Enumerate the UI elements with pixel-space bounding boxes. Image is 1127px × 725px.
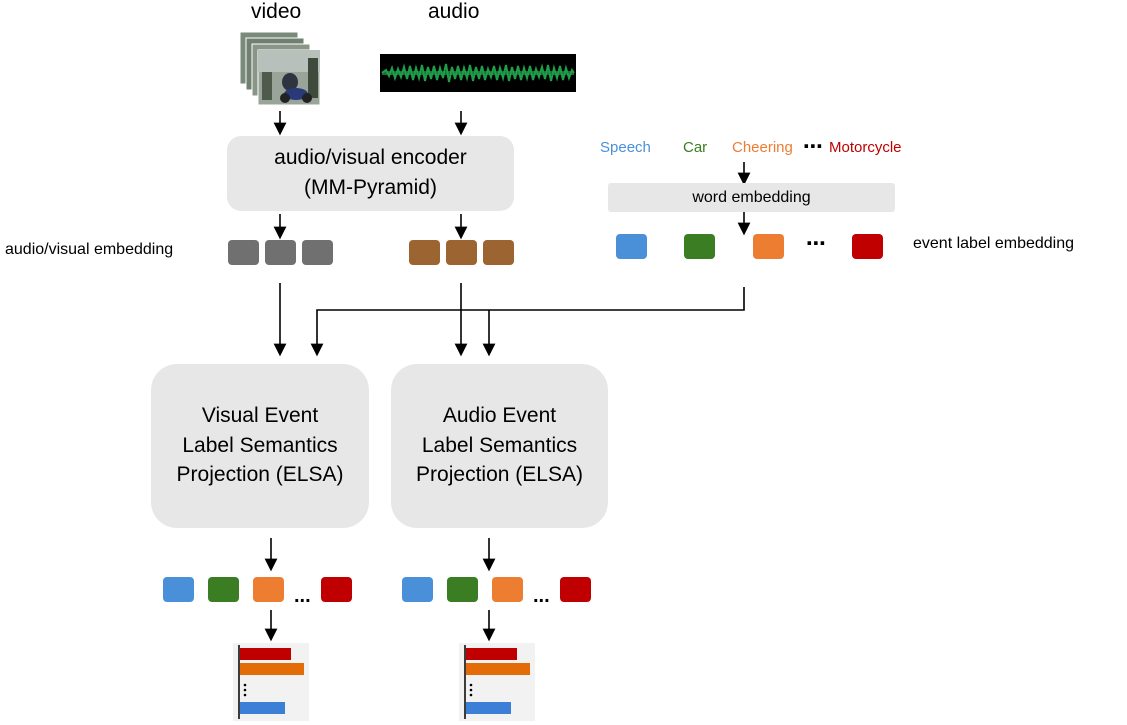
- encoder-title-line2: (MM-Pyramid): [304, 176, 437, 199]
- visual-output-speech: [163, 577, 194, 602]
- audio-output-speech: [402, 577, 433, 602]
- label-embedding-car: [684, 234, 715, 259]
- visual-output-ellipsis: ...: [294, 585, 311, 607]
- audio-output-car: [447, 577, 478, 602]
- word-embedding-label: word embedding: [692, 189, 811, 206]
- visual-embedding-token: [302, 240, 333, 265]
- audio-embedding-token: [409, 240, 440, 265]
- word-embedding-box: word embedding: [608, 183, 895, 212]
- audio-output-cheering: [492, 577, 523, 602]
- audio-elsa-line3: Projection (ELSA): [416, 463, 583, 486]
- event-label-motorcycle: Motorcycle: [829, 139, 902, 156]
- visual-output-motorcycle: [321, 577, 352, 602]
- event-labels-ellipsis: ⋯: [803, 136, 823, 158]
- event-label-cheering: Cheering: [732, 139, 793, 156]
- audio-elsa-line2: Label Semantics: [421, 434, 578, 457]
- label-embedding-motorcycle: [852, 234, 883, 259]
- audio-prediction-bars-icon: [459, 643, 535, 721]
- audio-elsa-line1: Audio Event: [442, 404, 557, 427]
- visual-elsa-box: Visual Event Label Semantics Projection …: [151, 364, 369, 528]
- video-frames-icon: [239, 31, 321, 106]
- visual-elsa-line2: Label Semantics: [182, 434, 338, 457]
- audio-visual-encoder-box: audio/visual encoder (MM-Pyramid): [227, 136, 514, 211]
- event-label-speech: Speech: [600, 139, 651, 156]
- visual-output-car: [208, 577, 239, 602]
- visual-elsa-line1: Visual Event: [201, 404, 319, 427]
- audio-elsa-box: Audio Event Label Semantics Projection (…: [391, 364, 608, 528]
- audio-output-motorcycle: [560, 577, 591, 602]
- visual-embedding-token: [265, 240, 296, 265]
- visual-output-cheering: [253, 577, 284, 602]
- label-embedding-ellipsis: ⋯: [806, 233, 826, 255]
- video-label: video: [251, 0, 302, 23]
- audio-embedding-token: [446, 240, 477, 265]
- event-label-car: Car: [683, 139, 708, 156]
- visual-prediction-bars-icon: [233, 643, 309, 721]
- label-embedding-speech: [616, 234, 647, 259]
- visual-elsa-line3: Projection (ELSA): [176, 463, 344, 486]
- label-embedding-cheering: [753, 234, 784, 259]
- audio-output-ellipsis: ...: [533, 585, 550, 607]
- event-label-embedding-label: event label embedding: [913, 235, 1075, 252]
- audio-embedding-token: [483, 240, 514, 265]
- audio-waveform-icon: [380, 54, 576, 92]
- audio-label: audio: [428, 0, 480, 23]
- encoder-title-line1: audio/visual encoder: [274, 146, 467, 169]
- visual-embedding-token: [228, 240, 259, 265]
- av-embedding-label: audio/visual embedding: [5, 241, 174, 258]
